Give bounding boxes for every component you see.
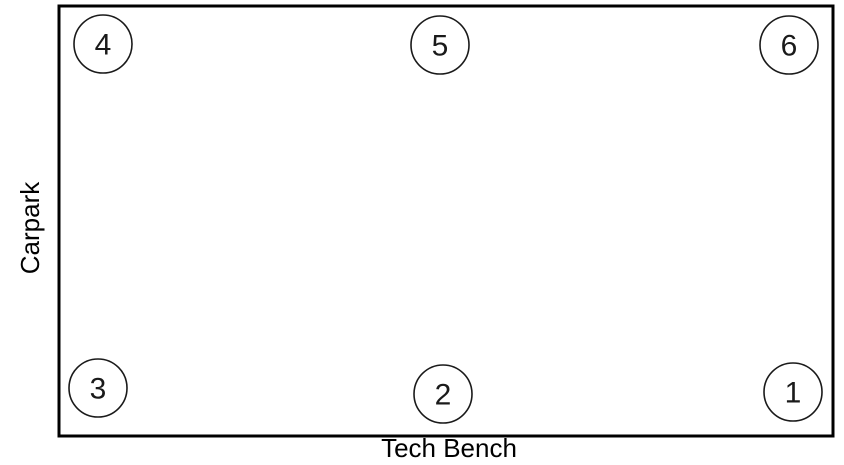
room-boundary-rectangle [57,4,835,438]
marker-2[interactable]: 2 [413,364,473,424]
marker-label-3: 3 [90,373,107,406]
marker-circle-1[interactable] [763,362,823,422]
marker-label-4: 4 [95,29,112,62]
marker-circle-2[interactable] [413,364,473,424]
marker-3[interactable]: 3 [68,358,128,418]
marker-label-6: 6 [781,30,798,63]
marker-1[interactable]: 1 [763,362,823,422]
marker-circle-6[interactable] [759,15,819,75]
tech-bench-label: Tech Bench [381,433,517,463]
marker-label-1: 1 [785,377,802,410]
carpark-label-group: Carpark [15,181,45,274]
carpark-label: Carpark [15,181,45,274]
marker-circle-3[interactable] [68,358,128,418]
marker-circle-5[interactable] [410,15,470,75]
marker-circle-4[interactable] [73,14,133,74]
marker-label-5: 5 [432,30,449,63]
marker-5[interactable]: 5 [410,15,470,75]
marker-4[interactable]: 4 [73,14,133,74]
marker-6[interactable]: 6 [759,15,819,75]
marker-label-2: 2 [435,379,452,412]
